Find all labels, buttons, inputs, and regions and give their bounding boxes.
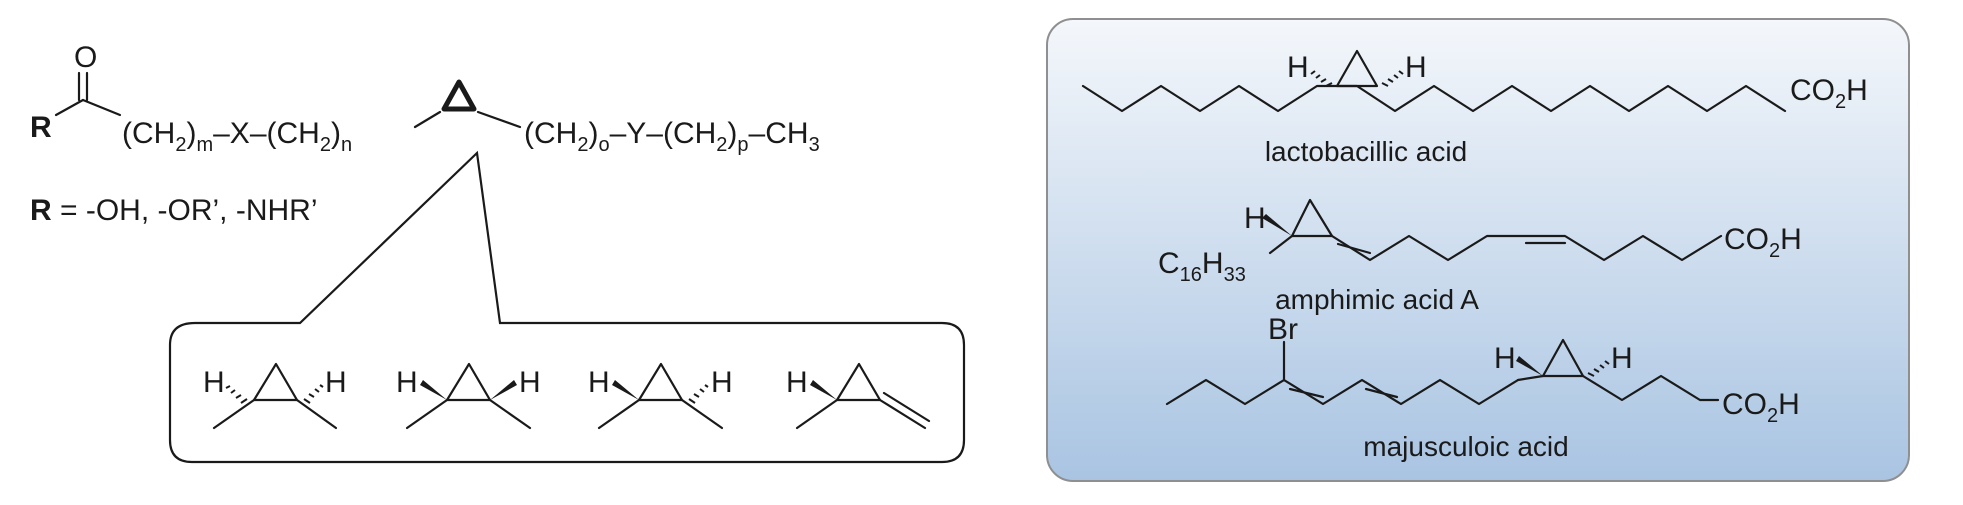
variant-4-ring xyxy=(835,362,882,402)
variant-3-ring xyxy=(637,362,684,402)
majusculoic-br: Br xyxy=(1268,313,1298,346)
variant-2-wedge-right xyxy=(490,380,517,400)
variant-4-methyl-left xyxy=(795,398,839,430)
lactobacillic-ring xyxy=(1335,49,1379,88)
majusculoic-ring-link xyxy=(1516,374,1545,382)
variant-4-wedge-left xyxy=(810,380,837,400)
majusculoic-h-right: H xyxy=(1611,342,1633,375)
stereo-variants-callout: H H H H H xyxy=(168,150,966,464)
majusculoic-co2h: CO2H xyxy=(1722,388,1800,427)
variant-1-hash-left xyxy=(225,385,248,404)
variant-4-methylene-b xyxy=(882,391,931,423)
lactobacillic-hash-left xyxy=(1310,70,1333,87)
lactobacillic-co2h: CO2H xyxy=(1790,74,1868,113)
majusculoic-wedge xyxy=(1516,356,1543,376)
variant-1-ring xyxy=(252,362,299,402)
majusculoic-acid-structure: Br H H CO2H majusculoic acid xyxy=(1165,313,1800,462)
amphimic-wedge xyxy=(1262,214,1292,236)
majusculoic-double-2 xyxy=(1364,387,1399,399)
amphimic-acid-structure: H C16H33 CO2H amphimic acid A xyxy=(1158,198,1802,315)
amphimic-ring xyxy=(1290,198,1334,238)
majusculoic-ring xyxy=(1541,338,1585,378)
majusculoic-double-1 xyxy=(1288,387,1325,399)
chain-text-right: (CH2)o–Y–(CH2)p–CH3 xyxy=(524,117,820,156)
callout-box xyxy=(168,150,966,464)
natural-products-panel xyxy=(1046,18,1910,482)
ring-to-chain-bond-right xyxy=(476,110,522,129)
variant-2-ring xyxy=(445,362,492,402)
lactobacillic-hash-right xyxy=(1381,70,1404,87)
variant-1-h-left: H xyxy=(203,366,225,399)
variant-3-h-left: H xyxy=(588,366,610,399)
chain-text-left: (CH2)m–X–(CH2)n xyxy=(122,117,352,156)
variant-3-hash-right xyxy=(688,384,709,404)
variant-4-methylene-a xyxy=(878,398,927,430)
variant-2-h-right: H xyxy=(519,366,541,399)
amphimic-alkyl-bond xyxy=(1268,234,1294,255)
stereo-variant-4: H xyxy=(786,362,931,430)
amphimic-h: H xyxy=(1244,202,1266,235)
r-group-label: R xyxy=(30,111,52,144)
majusculoic-acid-name: majusculoic acid xyxy=(1363,431,1568,462)
variant-3-methyl-left xyxy=(597,398,641,430)
stereo-variant-1: H H xyxy=(203,362,347,430)
variant-2-h-left: H xyxy=(396,366,418,399)
variant-1-h-right: H xyxy=(325,366,347,399)
variant-4-h-left: H xyxy=(786,366,808,399)
variant-3-methyl-right xyxy=(680,398,724,430)
variant-1-methyl-right xyxy=(295,398,338,430)
r-to-carbonyl-bond xyxy=(54,98,85,117)
lactobacillic-acid-name: lactobacillic acid xyxy=(1265,136,1467,167)
variant-1-methyl-left xyxy=(212,398,256,430)
variant-2-methyl-right xyxy=(488,398,532,430)
amphimic-c16h33: C16H33 xyxy=(1158,247,1246,286)
majusculoic-h-left: H xyxy=(1494,342,1516,375)
lactobacillic-acid-structure: H H CO2H lactobacillic acid xyxy=(1081,49,1868,167)
variant-2-methyl-left xyxy=(405,398,449,430)
majusculoic-chain-right xyxy=(1581,374,1720,402)
amphimic-acid-name: amphimic acid A xyxy=(1275,284,1479,315)
general-structure: O R (CH2)m–X–(CH2)n (CH2)o–Y–(CH2)p–CH3 … xyxy=(30,41,820,227)
carbonyl-oxygen-label: O xyxy=(74,41,97,74)
r-definition: R = -OH, -OR’, -NHR’ xyxy=(30,194,318,227)
amphimic-exo-double xyxy=(1336,242,1372,255)
majusculoic-chain-left xyxy=(1165,378,1520,406)
lactobacillic-chain xyxy=(1081,84,1787,113)
majusculoic-hash-right xyxy=(1587,360,1610,377)
carbonyl-to-chain-bond xyxy=(81,98,122,117)
amphimic-chain xyxy=(1330,234,1723,262)
amphimic-co2h: CO2H xyxy=(1724,223,1802,262)
variant-3-h-right: H xyxy=(711,366,733,399)
lactobacillic-h-left: H xyxy=(1287,51,1309,84)
cyclopropane-bold-ring xyxy=(441,79,477,112)
variant-1-hash-right xyxy=(303,384,324,404)
lactobacillic-h-right: H xyxy=(1405,51,1427,84)
variant-2-wedge-left xyxy=(420,380,447,400)
chain-to-ring-bond-left xyxy=(413,110,442,129)
stereo-variant-2: H H xyxy=(396,362,541,430)
variant-3-wedge-left xyxy=(612,380,639,400)
stereo-variant-3: H H xyxy=(588,362,733,430)
